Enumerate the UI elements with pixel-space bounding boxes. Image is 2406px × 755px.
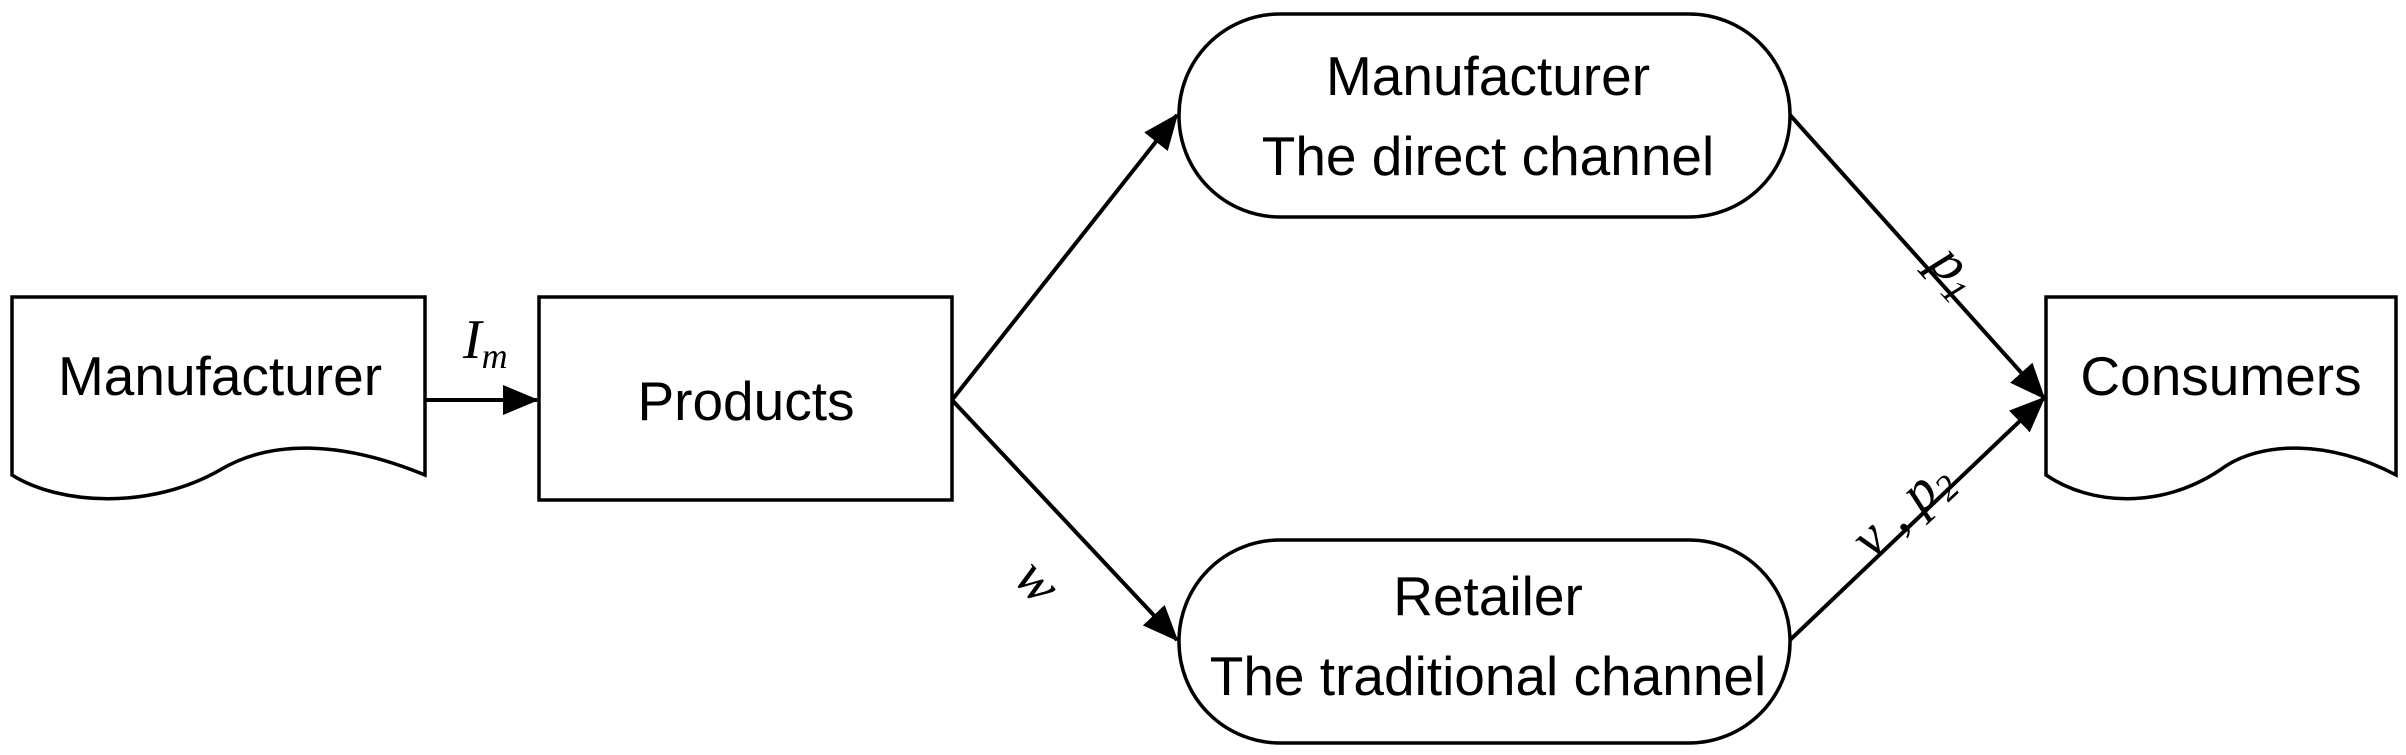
arrow-traditional-channel-to-consumers: [1788, 396, 2046, 642]
direct-channel-node: Manufacturer The direct channel: [1177, 12, 1792, 219]
arrow-direct-channel-to-consumers: [1788, 113, 2046, 400]
products-label: Products: [637, 370, 854, 432]
edge-label-v-p2: v , p2: [1839, 447, 1967, 573]
traditional-channel-line1: Retailer: [1393, 565, 1583, 627]
consumers-node: Consumers: [2044, 295, 2398, 501]
traditional-channel-shape: [1177, 538, 1792, 745]
edge-label-w: w: [1002, 547, 1073, 617]
traditional-channel-node: Retailer The traditional channel: [1177, 538, 1792, 745]
direct-channel-line1: Manufacturer: [1326, 45, 1650, 107]
consumers-document-shape: [2044, 295, 2398, 501]
traditional-channel-line2: The traditional channel: [1210, 645, 1766, 707]
edge-label-im: Im: [462, 309, 508, 376]
edge-label-p1: p1: [1912, 229, 1995, 311]
arrow-products-to-traditional-channel: [950, 398, 1179, 642]
manufacturer-node: Manufacturer: [10, 295, 427, 501]
manufacturer-label: Manufacturer: [58, 345, 382, 407]
consumers-label: Consumers: [2080, 345, 2361, 407]
products-rect: [537, 295, 954, 502]
arrow-products-to-direct-channel: [950, 113, 1179, 402]
manufacturer-document-shape: [10, 295, 427, 501]
products-node: Products: [537, 295, 954, 502]
direct-channel-line2: The direct channel: [1262, 125, 1715, 187]
